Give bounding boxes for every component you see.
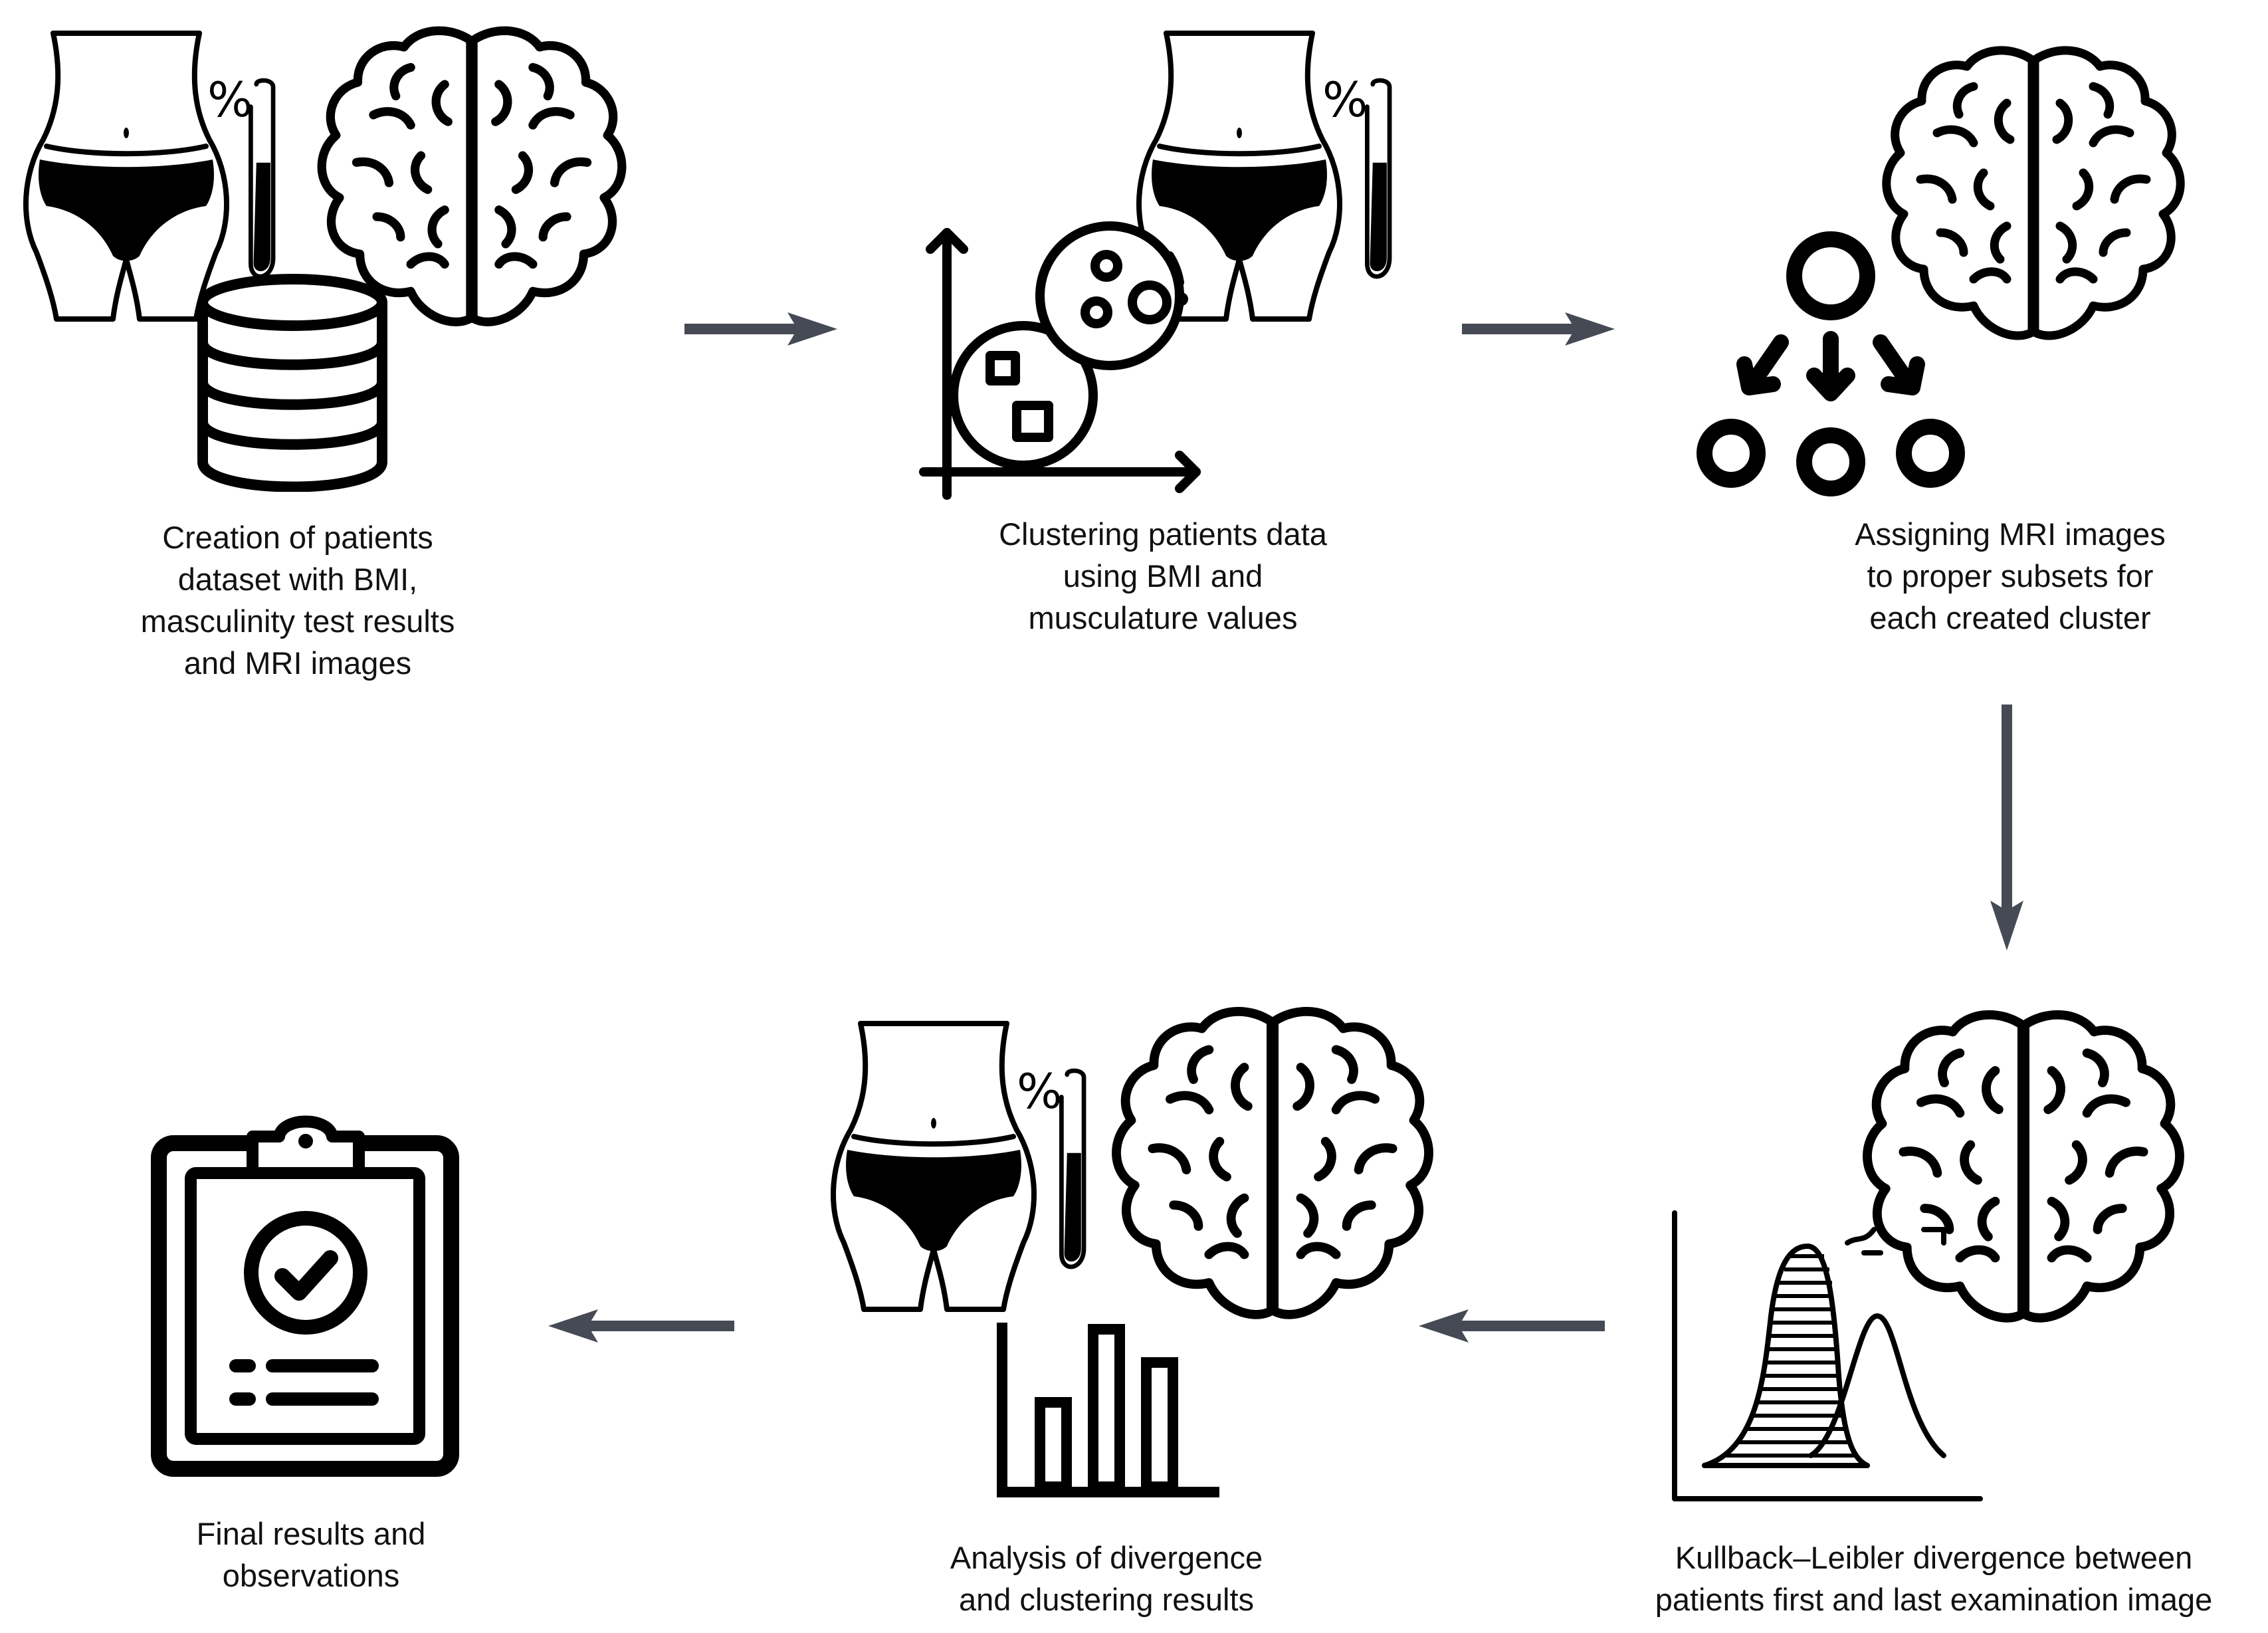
caption-line: masculinity test results — [140, 603, 455, 639]
caption-line: Assigning MRI images — [1855, 516, 2166, 552]
caption-line: Clustering patients data — [999, 516, 1327, 552]
caption-line: using BMI and — [1063, 558, 1263, 594]
body-icon — [824, 1017, 1043, 1316]
flow-arrow-down — [1990, 705, 2023, 950]
brain-icon — [1103, 1000, 1442, 1339]
caption-line: Analysis of divergence — [950, 1540, 1263, 1575]
flow-arrow-right — [1462, 312, 1615, 346]
caption-line: musculature values — [1028, 600, 1298, 635]
caption-line: dataset with BMI, — [177, 562, 418, 597]
step-caption: Kullback–Leibler divergence between pati… — [1621, 1537, 2246, 1620]
percent-symbol: % — [1017, 1063, 1063, 1119]
caption-line: Creation of patients — [162, 520, 433, 555]
split-nodes-icon — [1697, 231, 1965, 496]
body-fat-percent-icon — [1352, 73, 1399, 286]
step-caption: Analysis of divergence and clustering re… — [907, 1537, 1306, 1620]
caption-line: Kullback–Leibler divergence between — [1675, 1540, 2193, 1575]
flow-arrow-right — [684, 312, 837, 346]
percent-symbol: % — [207, 72, 253, 128]
step-caption: Creation of patients dataset with BMI, m… — [98, 516, 497, 684]
caption-line: and MRI images — [183, 645, 412, 681]
caption-line: each created cluster — [1869, 600, 2151, 635]
body-fat-percent-icon — [236, 73, 282, 286]
cluster-chart-icon — [919, 221, 1201, 500]
database-icon — [193, 272, 392, 492]
flow-arrow-left — [548, 1309, 734, 1343]
caption-line: patients first and last examination imag… — [1655, 1582, 2213, 1617]
percent-symbol: % — [1322, 72, 1368, 128]
caption-line: Final results and — [196, 1516, 426, 1551]
caption-line: and clustering results — [958, 1582, 1255, 1617]
clipboard-check-icon — [151, 1115, 459, 1477]
flow-arrow-left — [1419, 1309, 1605, 1343]
caption-line: to proper subsets for — [1867, 558, 2154, 594]
step-caption: Clustering patients data using BMI and m… — [964, 513, 1362, 639]
step-caption: Assigning MRI images to proper subsets f… — [1811, 513, 2210, 639]
distribution-chart-icon — [1672, 1210, 1983, 1501]
step-caption: Final results and observations — [112, 1513, 510, 1596]
bar-chart-icon — [997, 1323, 1219, 1497]
caption-line: observations — [222, 1558, 400, 1593]
body-fat-percent-icon — [1047, 1063, 1093, 1276]
